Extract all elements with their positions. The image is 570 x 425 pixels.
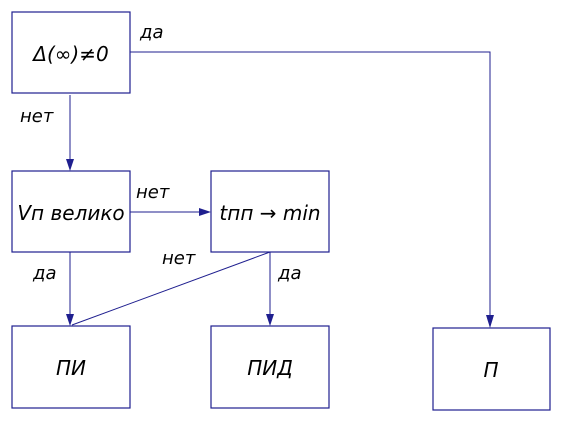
node-vp-label: Vп велико bbox=[17, 201, 124, 225]
edge-label-vp-to-pi: да bbox=[32, 263, 56, 284]
edge-vp-to-pi bbox=[66, 252, 74, 326]
edge-label-delta-to-vp: нет bbox=[20, 106, 54, 127]
edge-label-tpp-to-pid: да bbox=[277, 263, 301, 284]
node-delta-label: Δ(∞)≠0 bbox=[31, 42, 108, 66]
edge-tpp-to-pid bbox=[266, 252, 274, 326]
edge-vp-to-tpp bbox=[130, 208, 211, 216]
node-p: П bbox=[432, 327, 551, 411]
edge-delta-to-p bbox=[130, 51, 494, 328]
node-p-label: П bbox=[483, 358, 498, 382]
edge-delta-to-vp bbox=[66, 95, 74, 171]
node-delta: Δ(∞)≠0 bbox=[11, 11, 131, 94]
node-pi: ПИ bbox=[11, 325, 131, 409]
node-pid: ПИД bbox=[210, 325, 330, 409]
edge-label-vp-to-tpp: нет bbox=[136, 182, 170, 203]
edge-label-delta-to-p: да bbox=[139, 22, 163, 43]
edge-tpp-to-pi bbox=[71, 251, 271, 326]
node-vp: Vп велико bbox=[11, 170, 131, 253]
node-tpp-label: tпп → min bbox=[219, 201, 320, 225]
edge-label-tpp-to-pi: нет bbox=[162, 248, 196, 269]
node-tpp: tпп → min bbox=[210, 170, 330, 253]
node-pi-label: ПИ bbox=[56, 356, 86, 380]
node-pid-label: ПИД bbox=[247, 356, 293, 380]
